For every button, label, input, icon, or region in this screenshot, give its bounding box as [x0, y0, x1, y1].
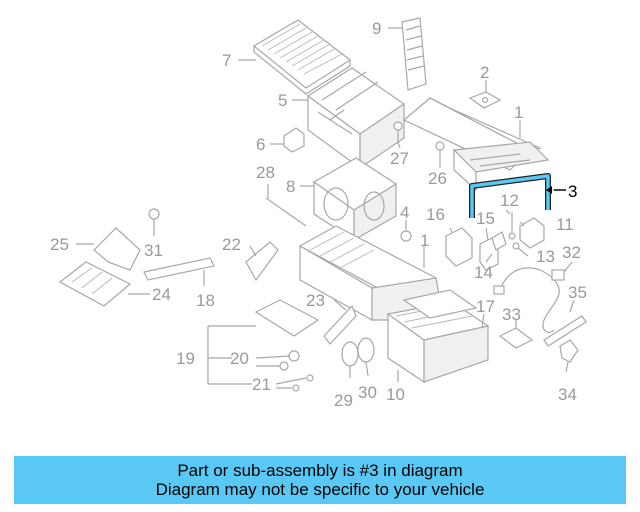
- part-22-flap: [245, 241, 279, 282]
- callout-8: 8: [286, 177, 295, 196]
- callout-30: 30: [358, 383, 377, 402]
- part-6-bracket: [283, 127, 305, 153]
- callout-33: 33: [502, 305, 521, 324]
- callout-5: 5: [278, 91, 287, 110]
- callout-7: 7: [222, 51, 231, 70]
- part-5-upper-housing: [306, 67, 406, 170]
- info-banner: Part or sub-assembly is #3 in diagram Di…: [14, 456, 626, 504]
- callout-10: 10: [386, 385, 405, 404]
- part-23-flap: [323, 304, 357, 345]
- callout-18: 18: [196, 291, 215, 310]
- part-29-gear: [341, 341, 359, 367]
- callout-34: 34: [558, 385, 577, 404]
- callout-6: 6: [256, 135, 265, 154]
- part-26-screw: [435, 141, 445, 160]
- part-7-cover: [252, 19, 352, 95]
- banner-line-part: Part or sub-assembly is #3 in diagram: [177, 461, 463, 480]
- callout-15: 15: [476, 209, 495, 228]
- part-34-clip: [559, 339, 579, 363]
- callout-32: 32: [562, 243, 581, 262]
- callout-11: 11: [556, 215, 574, 234]
- callout-12: 12: [500, 191, 519, 210]
- part-3-seal-highlighted: [469, 173, 551, 218]
- part-8-blower-housing: [312, 157, 398, 242]
- part-2-clip: [468, 91, 502, 109]
- callout-17: 17: [476, 297, 495, 316]
- callout-26: 26: [428, 169, 447, 188]
- part-13-clip: [512, 242, 520, 250]
- callout-29: 29: [334, 391, 353, 410]
- part-18-duct: [143, 257, 215, 281]
- part-31-fastener: [148, 208, 160, 230]
- part-11-actuator: [519, 217, 545, 249]
- part-28-rod: [265, 197, 307, 227]
- callout-25: 25: [50, 235, 69, 254]
- part-27-screw: [393, 121, 403, 142]
- part-20-fittings: [279, 350, 300, 371]
- callout-22: 22: [222, 235, 241, 254]
- callout-16: 16: [426, 205, 445, 224]
- part-14-connector: [491, 231, 507, 251]
- part-12-sensor: [508, 212, 516, 240]
- part-30-gear: [357, 337, 375, 363]
- callout-27: 27: [390, 149, 409, 168]
- part-19-tray: [254, 299, 320, 337]
- callout-21: 21: [252, 375, 271, 394]
- parts-diagram: 1 1 2 3 4 5 6 7 8 9 10 11 12 13 14 15 16…: [50, 17, 587, 410]
- part-25-bracket: [93, 227, 141, 271]
- part-16-actuator: [445, 227, 473, 267]
- callout-3-arrow: [546, 186, 552, 194]
- callout-4: 4: [400, 203, 409, 222]
- part-35-strip: [543, 315, 587, 347]
- part-32-harness: [493, 267, 565, 333]
- callout-1-upper: 1: [514, 103, 523, 122]
- callout-23: 23: [306, 291, 325, 310]
- part-10-evaporator: [386, 301, 490, 384]
- part-21-fittings: [292, 374, 314, 392]
- callout-13: 13: [536, 247, 555, 266]
- callout-2: 2: [480, 63, 489, 82]
- part-9-filter: [401, 17, 427, 91]
- part-17-core: [402, 289, 478, 319]
- part-1-duct-housing: [402, 97, 550, 192]
- part-24-tray: [58, 261, 132, 307]
- part-33-module: [498, 327, 534, 349]
- callout-20: 20: [230, 349, 249, 368]
- callout-labels: 1 1 2 3 4 5 6 7 8 9 10 11 12 13 14 15 16…: [50, 19, 587, 410]
- callout-19: 19: [176, 349, 195, 368]
- callout-1-lower: 1: [420, 231, 429, 250]
- callout-35: 35: [568, 283, 587, 302]
- callout-28: 28: [256, 163, 275, 182]
- callout-31: 31: [144, 241, 163, 260]
- callout-24: 24: [152, 285, 171, 304]
- callout-3: 3: [568, 182, 577, 201]
- banner-line-disclaimer: Diagram may not be specific to your vehi…: [155, 480, 485, 499]
- callout-9: 9: [372, 19, 381, 38]
- part-4-screw: [400, 230, 412, 242]
- callout-14: 14: [474, 263, 493, 282]
